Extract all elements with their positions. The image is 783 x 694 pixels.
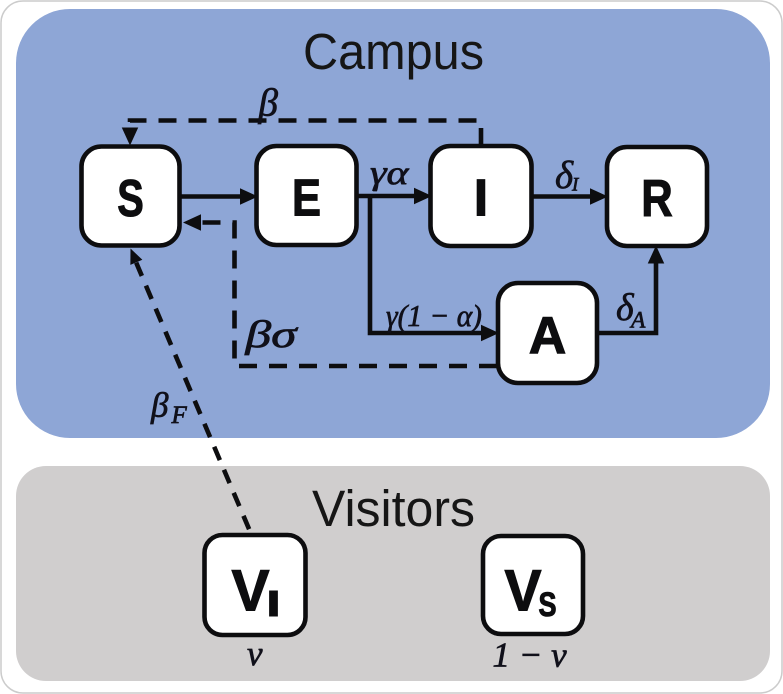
svg-text:I: I [571,175,580,196]
svg-text:γ(1 − α): γ(1 − α) [386,298,482,333]
svg-text:I: I [474,170,488,228]
svg-text:γα: γα [370,155,410,192]
svg-text:A: A [529,307,567,365]
svg-text:S: S [117,170,144,228]
svg-text:V: V [505,559,542,624]
svg-text:δ: δ [555,154,574,197]
svg-text:Campus: Campus [303,23,484,80]
svg-text:R: R [641,170,673,228]
svg-text:δ: δ [616,287,635,329]
svg-text:V: V [232,559,270,624]
svg-text:1 − ν: 1 − ν [493,636,568,675]
svg-text:β: β [258,82,279,125]
svg-text:βσ: βσ [244,314,298,356]
svg-text:I: I [267,583,281,624]
svg-text:ν: ν [247,634,263,673]
svg-text:E: E [292,170,321,228]
svg-text:F: F [171,402,188,429]
svg-text:Visitors: Visitors [312,480,475,537]
svg-text:S: S [539,586,557,624]
svg-text:A: A [629,308,646,334]
svg-text:β: β [150,386,169,425]
